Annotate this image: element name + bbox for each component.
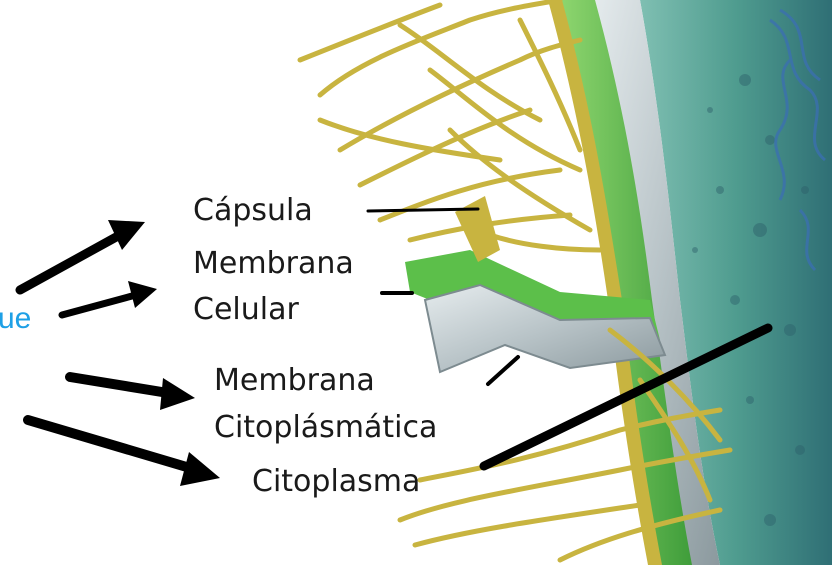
- left-edge-text: ue: [0, 301, 31, 337]
- arrow-to-membrana-celular: [62, 281, 157, 315]
- arrow-to-membrana-citoplasmatica: [70, 377, 195, 410]
- arrow-to-citoplasma: [28, 420, 220, 486]
- arrow-to-capsula: [20, 220, 145, 290]
- label-citoplasma: Citoplasma: [252, 464, 420, 500]
- label-membrana-citoplasmatica-line2: Citoplásmática: [214, 410, 437, 446]
- leader-line-membrana-citoplasmatica: [488, 357, 518, 384]
- label-capsula: Cápsula: [193, 193, 313, 229]
- label-membrana-celular-line2: Celular: [193, 292, 299, 328]
- label-membrana-celular-line1: Membrana: [193, 246, 354, 282]
- leader-line-capsula: [368, 209, 478, 211]
- arrows: [20, 220, 220, 486]
- label-membrana-citoplasmatica-line1: Membrana: [214, 363, 375, 399]
